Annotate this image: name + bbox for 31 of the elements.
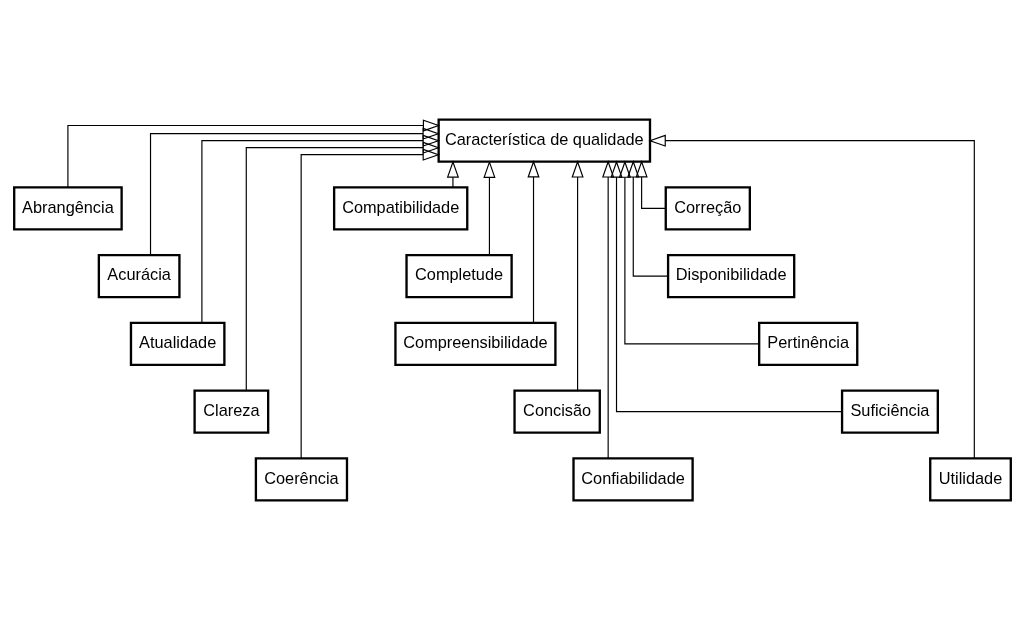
arrow — [647, 134, 975, 459]
arrow — [446, 159, 459, 188]
node-box: Acurácia — [97, 253, 181, 298]
node-box: Atualidade — [129, 321, 226, 366]
node-box: Abrangência — [12, 185, 123, 231]
node-box: Confiabilidade — [571, 456, 694, 501]
arrow — [618, 159, 760, 344]
arrow — [300, 148, 440, 459]
arrow — [482, 159, 496, 256]
arrow — [245, 141, 440, 391]
node-box: Compatibilidade — [332, 185, 468, 231]
node-box: Clareza — [192, 388, 269, 434]
arrow — [601, 159, 614, 459]
arrow — [149, 127, 440, 256]
node-box: Pertinência — [757, 321, 858, 366]
arrow — [609, 159, 843, 412]
node-box: Característica de qualidade — [436, 118, 651, 163]
node-box: Concisão — [512, 388, 601, 434]
arrow — [626, 159, 669, 277]
node-box: Utilidade — [928, 456, 1012, 501]
arrow — [635, 159, 666, 209]
node-box: Suficiência — [840, 388, 939, 434]
arrow — [570, 159, 584, 391]
node-box: Correção — [664, 185, 751, 231]
arrow — [526, 159, 540, 323]
arrow — [66, 118, 440, 188]
node-box: Coerência — [254, 456, 348, 501]
node-box: Completude — [404, 253, 513, 298]
node-box: Disponibilidade — [666, 253, 795, 298]
arrow — [200, 134, 440, 323]
node-box: Compreensibilidade — [393, 321, 557, 366]
